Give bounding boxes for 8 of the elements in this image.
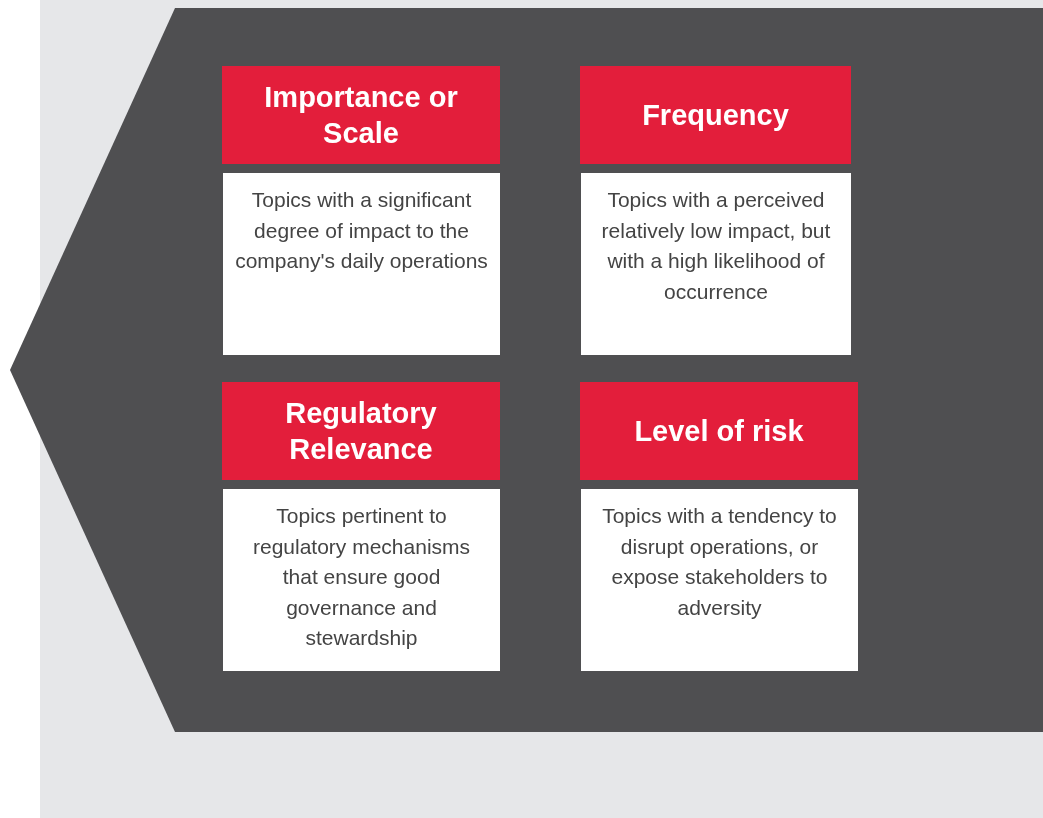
card-heading: Frequency xyxy=(580,66,851,164)
card-description: Topics with a significant degree of impact to the company's daily operations xyxy=(223,173,500,355)
card-heading: Regulatory Relevance xyxy=(222,382,500,480)
card-description: Topics pertinent to regulatory mechanisms that ensure good governance and stewardship xyxy=(223,489,500,671)
card-heading: Importance or Scale xyxy=(222,66,500,164)
card-description: Topics with a tendency to disrupt operations, or expose stakeholders to adversity xyxy=(581,489,858,671)
card-heading: Level of risk xyxy=(580,382,858,480)
card-description: Topics with a perceived relatively low impact, but with a high likelihood of occurrence xyxy=(581,173,851,355)
